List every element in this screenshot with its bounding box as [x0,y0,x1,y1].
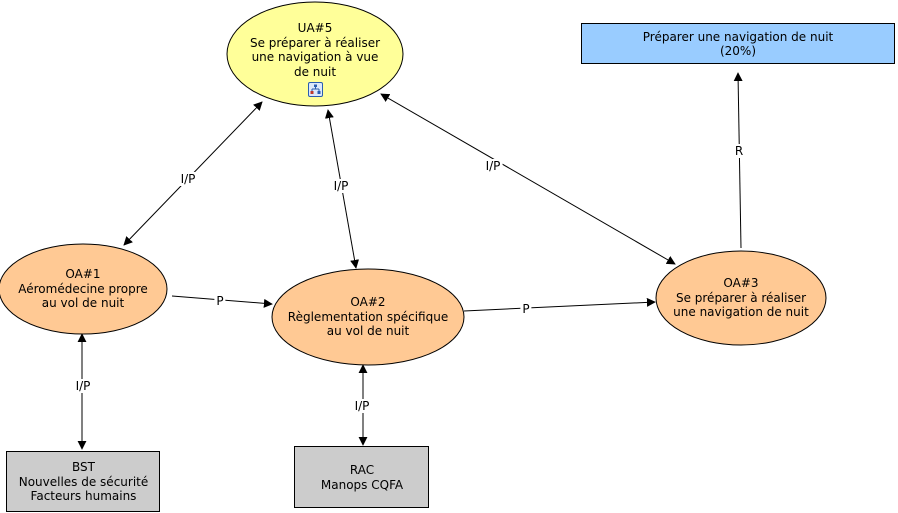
node-oa1-line: OA#1 [65,267,101,282]
node-bst-line: Facteurs humains [30,489,137,504]
node-rac-shape[interactable] [294,446,429,508]
node-oa1-line: au vol de nuit [41,296,125,311]
node-rac[interactable]: RAC Manops CQFA [295,447,429,508]
node-ua5-line: une navigation à vue [251,50,379,64]
node-goal-line: Préparer une navigation de nuit [642,29,834,44]
edge-oa3-goal[interactable] [733,72,743,249]
node-bst-shape[interactable] [6,451,160,512]
node-oa1[interactable]: OA#1 Aéromédecine propre au vol de nuit [0,260,166,318]
edge-label-oa2-rac: I/P [352,399,372,413]
edge-oa2-oa3[interactable] [463,297,656,312]
node-ua5[interactable]: UA#5 Se préparer à réaliser une navigati… [227,16,403,102]
edge-ua5-oa3[interactable] [380,93,676,265]
node-oa1-line: Aéromédecine propre [18,281,148,296]
node-oa2-shape[interactable] [271,268,465,366]
node-oa2-line: OA#2 [350,295,386,310]
node-oa3-line: OA#3 [723,276,759,291]
node-oa3-shape[interactable] [655,250,827,346]
node-ua5-shape[interactable] [226,1,404,107]
node-oa2-line: Règlementation spécifique [287,309,449,324]
edge-label-oa3-goal: R [732,144,746,158]
node-oa1-shape[interactable] [0,243,168,335]
node-ua5-line: UA#5 [297,21,333,35]
node-ua5-line: de nuit [293,64,337,79]
node-oa2[interactable]: OA#2 Règlementation spécifique au vol de… [272,288,464,346]
edge-label-ua5-oa2: I/P [331,179,351,193]
edge-label-ua5-oa1: I/P [178,172,198,186]
node-rac-line: Manops CQFA [320,477,404,492]
node-goal-line: (20%) [719,44,757,58]
node-goal[interactable]: Préparer une navigation de nuit (20%) [582,24,894,64]
node-bst-line: BST [72,460,95,475]
node-oa3[interactable]: OA#3 Se préparer à réaliser une navigati… [656,269,826,327]
node-rac-line: RAC [349,463,375,477]
edge-label-oa1-bst: I/P [73,379,93,393]
node-bst[interactable]: BST Nouvelles de sécurité Facteurs humai… [7,452,160,512]
edge-label-oa1-oa2: P [214,294,226,308]
node-oa3-line: Se préparer à réaliser [675,290,807,305]
node-oa3-line: une navigation de nuit [673,305,809,320]
node-goal-shape[interactable] [581,23,895,64]
node-oa2-line: au vol de nuit [326,324,410,339]
edge-label-oa2-oa3: P [520,302,532,316]
submap-icon[interactable] [307,82,323,97]
edge-label-ua5-oa3: I/P [483,159,503,173]
node-ua5-line: Se préparer à réaliser [249,35,381,50]
node-bst-line: Nouvelles de sécurité [18,474,149,489]
